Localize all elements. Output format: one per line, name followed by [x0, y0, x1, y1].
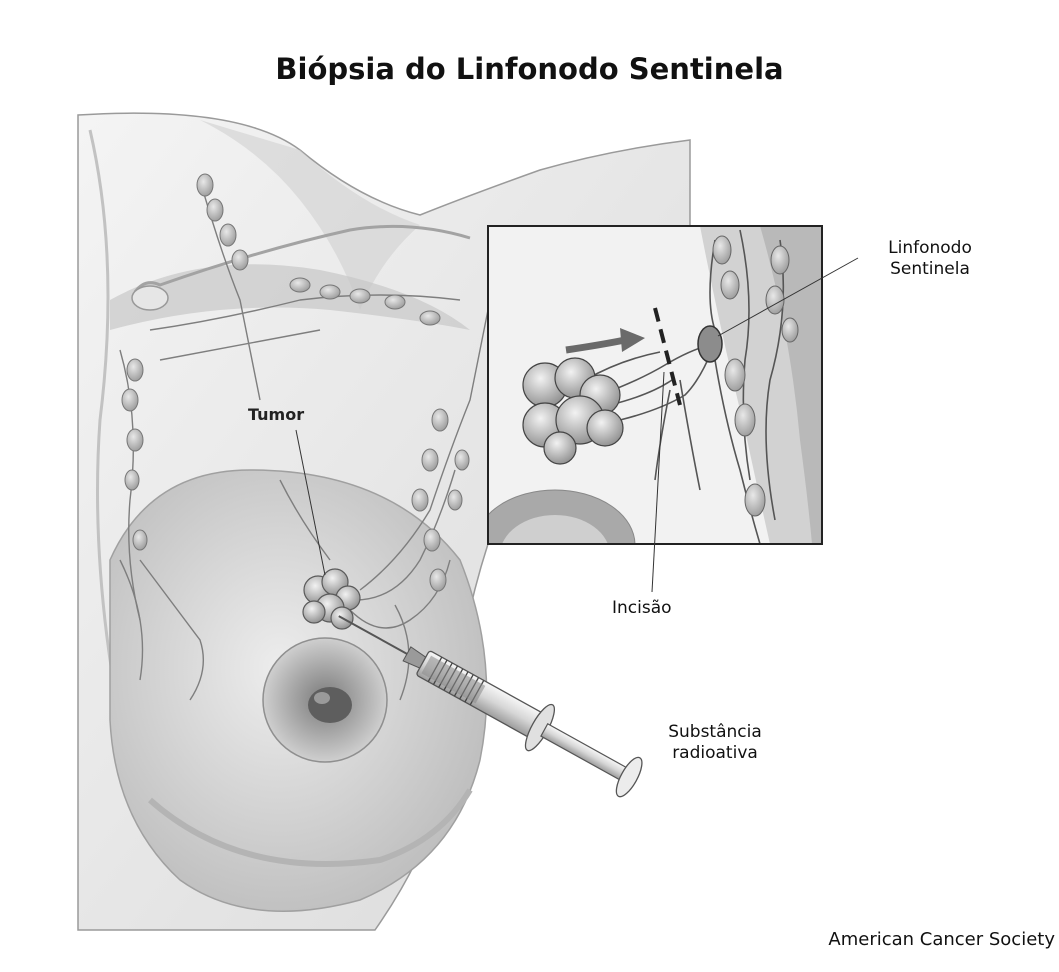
label-radioactive-line1: Substância: [650, 722, 780, 743]
label-radioactive-line2: radioativa: [650, 743, 780, 764]
label-sentinel-node-line2: Sentinela: [860, 259, 1000, 280]
label-sentinel-node-line1: Linfonodo: [860, 238, 1000, 259]
nipple: [308, 687, 352, 723]
label-radioactive-substance: Substância radioativa: [650, 722, 780, 764]
sentinel-node: [698, 326, 722, 362]
label-tumor: Tumor: [248, 404, 304, 425]
zoom-inset: [475, 226, 822, 600]
credit-text: American Cancer Society: [828, 929, 1055, 950]
label-incision: Incisão: [612, 598, 672, 619]
label-sentinel-node: Linfonodo Sentinela: [860, 238, 1000, 280]
